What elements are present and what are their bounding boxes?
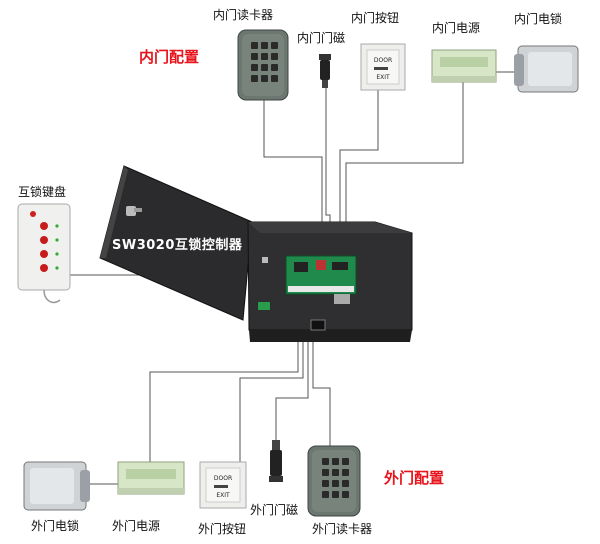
wire-outer-magnet (275, 338, 309, 440)
key-lock (126, 206, 136, 216)
keyboard-device (17, 203, 71, 304)
outer-button-door-text: DOOR (214, 475, 232, 482)
controller-title: SW3020互锁控制器 (112, 238, 243, 253)
outer-lock-device (23, 461, 90, 511)
inner-reader-device (237, 29, 289, 101)
label-outer-button: 外门按钮 (198, 522, 247, 536)
inner-power-device (431, 49, 497, 83)
inner-config-title: 内门配置 (139, 48, 200, 66)
label-outer-power: 外门电源 (112, 519, 161, 533)
label-inner-lock: 内门电锁 (514, 12, 563, 26)
label-keyboard: 互锁键盘 (18, 185, 67, 199)
label-inner-button: 内门按钮 (351, 11, 400, 25)
wire-outer-reader (312, 338, 331, 450)
wire-inner-button (339, 88, 379, 225)
wire-outer-power (149, 338, 299, 462)
label-inner-reader: 内门读卡器 (213, 8, 274, 22)
wire-inner-reader (263, 100, 323, 225)
inner-button-exit-text: EXIT (376, 74, 390, 81)
inner-button-door-text: DOOR (374, 57, 392, 64)
inner-button-device: DOOR EXIT (360, 43, 406, 91)
wire-inner-power (345, 82, 464, 225)
label-outer-lock: 外门电锁 (31, 519, 80, 533)
outer-magnet-device (269, 440, 283, 482)
label-inner-power: 内门电源 (432, 21, 481, 35)
outer-power-device (117, 461, 185, 495)
label-outer-reader: 外门读卡器 (312, 522, 373, 536)
label-outer-magnet: 外门门磁 (250, 503, 299, 517)
wire-outer-button (239, 338, 304, 462)
inner-lock-device (514, 45, 579, 93)
wire-inner-magnet (325, 88, 331, 225)
power-socket (310, 319, 326, 331)
outer-config-title: 外门配置 (384, 469, 445, 487)
outer-reader-device (307, 445, 361, 517)
label-inner-magnet: 内门门磁 (297, 31, 346, 45)
inner-magnet-device (319, 54, 331, 88)
pcb-board (258, 255, 357, 310)
controller-lid (99, 165, 253, 321)
controller-box (99, 165, 413, 342)
outer-button-exit-text: EXIT (216, 492, 230, 499)
outer-button-device: DOOR EXIT (199, 461, 247, 509)
